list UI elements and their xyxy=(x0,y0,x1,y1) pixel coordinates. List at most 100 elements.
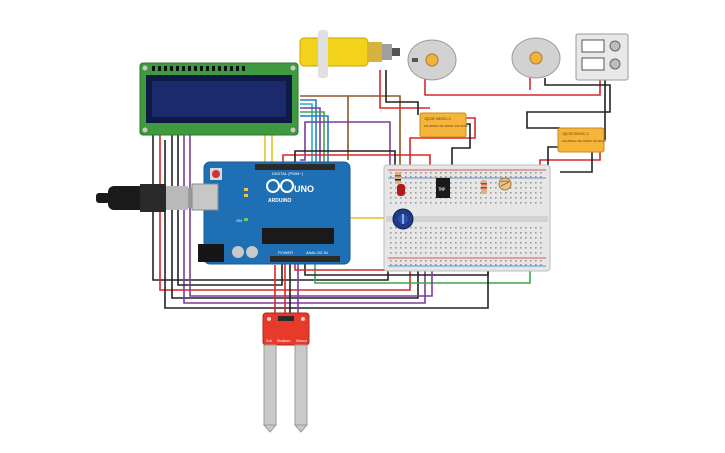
breadboard-hole xyxy=(440,232,442,234)
breadboard-hole xyxy=(435,227,437,229)
breadboard-hole xyxy=(480,176,482,178)
breadboard-hole xyxy=(520,202,522,204)
breadboard-hole xyxy=(480,260,482,262)
breadboard-hole xyxy=(475,202,477,204)
breadboard-hole xyxy=(525,187,527,189)
breadboard-hole xyxy=(425,242,427,244)
breadboard-hole xyxy=(475,172,477,174)
breadboard-hole xyxy=(515,237,517,239)
breadboard-hole xyxy=(455,197,457,199)
breadboard-hole xyxy=(490,202,492,204)
breadboard-hole xyxy=(420,232,422,234)
breadboard-hole xyxy=(450,247,452,249)
breadboard-hole xyxy=(535,192,537,194)
breadboard-hole xyxy=(510,192,512,194)
breadboard-hole xyxy=(500,237,502,239)
breadboard-hole xyxy=(440,260,442,262)
breadboard-hole xyxy=(480,247,482,249)
breadboard-hole xyxy=(470,176,472,178)
breadboard-hole xyxy=(500,197,502,199)
breadboard-hole xyxy=(420,182,422,184)
breadboard-hole xyxy=(390,187,392,189)
breadboard-hole xyxy=(505,247,507,249)
breadboard-hole xyxy=(505,264,507,266)
breadboard-hole xyxy=(475,232,477,234)
breadboard-hole xyxy=(510,172,512,174)
breadboard-hole xyxy=(495,237,497,239)
breadboard-hole xyxy=(535,227,537,229)
breadboard-hole xyxy=(465,202,467,204)
breadboard-hole xyxy=(520,232,522,234)
breadboard-hole xyxy=(450,182,452,184)
breadboard-hole xyxy=(475,260,477,262)
breadboard-hole xyxy=(465,172,467,174)
breadboard-hole xyxy=(425,237,427,239)
relay-1-label: JQC3F-05VDC-C xyxy=(424,117,452,121)
breadboard-hole xyxy=(415,247,417,249)
breadboard-hole xyxy=(480,242,482,244)
breadboard-hole xyxy=(470,227,472,229)
breadboard-hole xyxy=(490,182,492,184)
breadboard-hole xyxy=(515,202,517,204)
wire-black-long xyxy=(164,140,489,309)
breadboard-hole xyxy=(490,252,492,254)
breadboard-hole xyxy=(420,227,422,229)
dc-motor-2 xyxy=(511,37,561,79)
breadboard-hole xyxy=(540,242,542,244)
breadboard-hole xyxy=(510,232,512,234)
breadboard-hole xyxy=(395,264,397,266)
breadboard-hole xyxy=(505,237,507,239)
breadboard-hole xyxy=(475,187,477,189)
breadboard-hole xyxy=(485,247,487,249)
breadboard-hole xyxy=(470,260,472,262)
breadboard-hole xyxy=(470,182,472,184)
breadboard-hole xyxy=(480,237,482,239)
soil-moisture-sensor: Soil Moisture Sensor xyxy=(262,312,310,433)
breadboard-hole xyxy=(465,192,467,194)
breadboard-hole xyxy=(410,252,412,254)
breadboard-hole xyxy=(440,172,442,174)
breadboard-hole xyxy=(510,237,512,239)
breadboard-hole xyxy=(410,232,412,234)
breadboard-hole xyxy=(445,232,447,234)
relay-2: JQC3F-05VDC-C 10A 250VAC 15A 125VAC 10A … xyxy=(557,127,606,153)
breadboard-hole xyxy=(390,252,392,254)
breadboard-hole xyxy=(415,197,417,199)
breadboard-hole xyxy=(400,202,402,204)
breadboard-hole xyxy=(420,242,422,244)
breadboard-hole xyxy=(505,197,507,199)
breadboard-hole xyxy=(460,260,462,262)
breadboard-hole xyxy=(500,176,502,178)
breadboard-hole xyxy=(500,227,502,229)
breadboard-hole xyxy=(525,242,527,244)
breadboard-hole xyxy=(465,232,467,234)
breadboard-hole xyxy=(390,202,392,204)
breadboard-hole xyxy=(445,247,447,249)
breadboard-hole xyxy=(445,172,447,174)
breadboard-hole xyxy=(515,242,517,244)
breadboard-hole xyxy=(540,182,542,184)
breadboard-hole xyxy=(495,252,497,254)
breadboard-hole xyxy=(505,227,507,229)
breadboard-hole xyxy=(525,252,527,254)
breadboard-hole xyxy=(480,264,482,266)
breadboard-hole xyxy=(460,182,462,184)
arduino-logo xyxy=(266,179,294,193)
breadboard-hole xyxy=(430,242,432,244)
breadboard-hole xyxy=(435,264,437,266)
breadboard-hole xyxy=(505,172,507,174)
breadboard-hole xyxy=(460,192,462,194)
breadboard-hole xyxy=(445,252,447,254)
breadboard-hole xyxy=(490,242,492,244)
breadboard-hole xyxy=(445,202,447,204)
breadboard-hole xyxy=(415,182,417,184)
breadboard-hole xyxy=(540,192,542,194)
breadboard-hole xyxy=(485,260,487,262)
breadboard-hole xyxy=(460,202,462,204)
breadboard-hole xyxy=(390,197,392,199)
wire-lcd-blue-1 xyxy=(300,99,317,162)
breadboard-hole xyxy=(435,237,437,239)
breadboard-hole xyxy=(410,172,412,174)
breadboard-hole xyxy=(495,232,497,234)
breadboard-hole xyxy=(425,176,427,178)
